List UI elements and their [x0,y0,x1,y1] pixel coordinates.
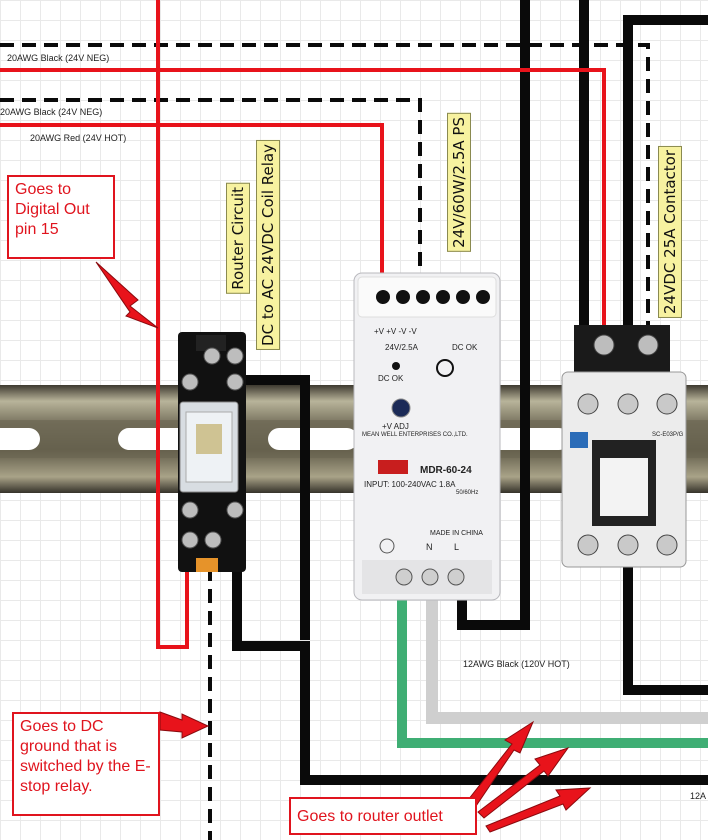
psu-terminal-label: +V +V -V -V [374,327,417,336]
grey-wire [426,600,708,724]
red-wire-digital [156,0,189,649]
black-relay-wire [240,375,310,640]
arrow-digital-out [95,261,159,329]
wire-label-120v-hot: 12AWG Black (120V HOT) [463,659,570,669]
black-router-wire [232,545,708,785]
wire-label-neg-mid: 20AWG Black (24V NEG) [0,107,103,117]
psu-dc-ok-label: DC OK [452,343,478,352]
psu-freq: 50/60Hz [456,490,479,496]
black-contactor-top [623,15,708,340]
psu-rating: 24V/2.5A [385,343,418,352]
neg-wire-mid [0,98,422,280]
arrow-outlet-1 [467,720,535,807]
arrow-dc-ground [159,711,210,739]
psu-input: INPUT: 100-240VAC 1.8A [364,480,456,489]
green-wire [397,600,708,748]
callout-router-outlet: Goes to router outlet [289,797,477,835]
wire-label-right-cut: 12A [690,791,707,801]
red-wire-contactor [0,68,606,340]
psu-l-label: L [454,542,460,552]
wire-label-hot-red: 20AWG Red (24V HOT) [30,133,127,143]
arrow-outlet-2 [477,747,570,819]
arrow-outlet-3 [485,787,592,833]
red-wire-psu [0,123,384,280]
black-contactor-out [623,560,708,695]
psu-maker: MEAN WELL ENTERPRISES CO.,LTD. [362,432,468,438]
wire-label-neg-top: 20AWG Black (24V NEG) [7,53,110,63]
black-120v-wire [457,0,530,630]
callout-dc-ground: Goes to DC ground that is switched by th… [12,712,160,816]
contactor-brand: SC-E03P/G [652,432,684,438]
callout-digital-out: Goes to Digital Out pin 15 [7,175,115,259]
psu-model: MDR-60-24 [420,465,472,476]
psu-adj-label: +V ADJ [382,422,409,431]
psu-dc-ok-led-label: DC OK [378,374,404,383]
psu-origin: MADE IN CHINA [430,530,483,537]
neg-wire-top [0,43,650,330]
psu-n-label: N [426,542,433,552]
